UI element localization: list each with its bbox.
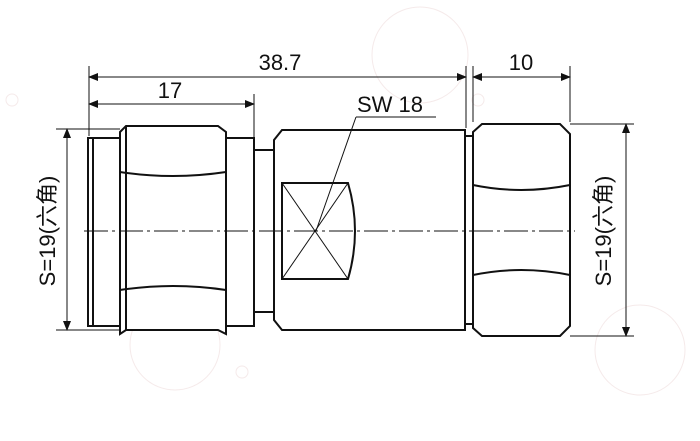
dimension-right: 10 <box>472 50 571 122</box>
dimension-overall: 38.7 <box>88 50 467 136</box>
left-length-label: 17 <box>158 78 182 103</box>
wrench-size-callout: SW 18 <box>315 92 436 232</box>
right-hex-label: S=19(六角) <box>591 176 616 287</box>
overall-length-label: 38.7 <box>259 50 302 75</box>
connector-body <box>273 129 466 331</box>
dimension-left: 17 <box>88 78 255 138</box>
left-coupling-nut <box>87 125 275 336</box>
wrench-size-label: SW 18 <box>357 92 423 117</box>
dimension-left-hex: S=19(六角) <box>35 128 120 331</box>
right-length-label: 10 <box>509 50 533 75</box>
left-hex-label: S=19(六角) <box>35 176 60 287</box>
right-back-nut <box>464 123 571 337</box>
dimension-right-hex: S=19(六角) <box>570 123 634 337</box>
